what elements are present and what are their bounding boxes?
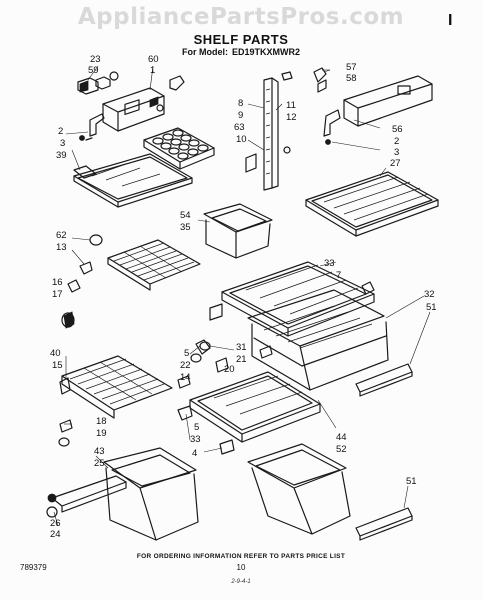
wire-shelf-upper-left [107,239,201,291]
meat-pan-cover [177,371,321,455]
callout-15: 15 [52,360,63,371]
callout-14: 14 [180,372,191,383]
handwritten-mark: 2-9-4-1 [231,579,251,585]
callout-3-left: 3 [60,138,65,149]
shelf-support-left [79,113,105,141]
callout-60: 60 [148,54,159,65]
callout-32: 32 [424,289,435,300]
page-number: 10 [236,563,246,572]
shelf-clips-right [313,67,330,93]
pan-slide-rail [46,475,127,518]
callout-63: 63 [234,122,245,133]
callout-31: 31 [236,342,247,353]
watermark: AppliancePartsPros.com [77,4,405,30]
crisper-drawer [247,289,389,391]
trim-strip-upper [355,363,413,397]
document-number: 789379 [20,563,47,572]
deli-cover-panel [323,75,433,145]
lower-left-pan [103,447,199,541]
trim-strip-lower [355,507,413,541]
callout-58: 58 [346,73,357,84]
model-label: For Model: [181,47,228,57]
egg-tray [143,127,215,170]
callout-5-upper: 5 [184,348,189,359]
callout-8: 8 [238,98,243,109]
control-housing-part [102,75,185,132]
callout-33-lower: 33 [190,434,201,445]
callout-7: 7 [336,270,341,281]
callout-62: 62 [56,230,67,241]
glass-shelf-left [73,153,193,208]
callout-19: 19 [96,428,107,439]
callout-51-lower: 51 [406,476,417,487]
glass-shelf-right [305,171,439,237]
callout-16: 16 [52,277,63,288]
light-socket-part [77,71,119,95]
callout-51-upper: 51 [426,302,437,313]
callout-leader-lines [53,65,431,527]
callout-18: 18 [96,416,107,427]
crisper-cover-glass [221,261,375,337]
callout-11: 11 [286,100,296,111]
callout-40: 40 [50,348,61,359]
callout-26: 26 [50,518,61,529]
callout-25: 25 [94,458,105,469]
callout-10: 10 [236,134,247,145]
vertical-shelf-rail [245,71,293,191]
lower-left-hardware [58,419,73,447]
lower-right-pan [247,443,351,535]
callout-44: 44 [336,432,347,443]
callout-56: 56 [392,124,403,135]
model-line: For Model:ED19TKXMWR2 [0,47,482,57]
callout-39: 39 [56,150,67,161]
callout-5-lower: 5 [194,422,199,433]
callout-20: 20 [224,364,235,375]
callout-43: 43 [94,446,105,457]
corner-mark: I [448,12,453,29]
callout-2-right: 2 [394,136,399,147]
callout-59: 59 [88,65,99,76]
ordering-info-note: FOR ORDERING INFORMATION REFER TO PARTS … [136,553,346,560]
callout-17: 17 [52,289,63,300]
callout-35: 35 [180,222,191,233]
callout-22: 22 [180,360,191,371]
callout-9: 9 [238,110,243,121]
callout-21: 21 [236,354,247,365]
callout-27: 27 [390,158,401,169]
callout-1: 1 [150,65,155,76]
callout-2-left: 2 [58,126,63,137]
callout-52: 52 [336,444,347,455]
wire-shelf-lower-left [59,355,173,419]
callout-12: 12 [286,112,297,123]
callout-24: 24 [50,529,61,540]
callout-13: 13 [56,242,67,253]
callout-4: 4 [192,448,197,459]
left-hardware-parts [61,234,103,329]
small-storage-bin [203,203,273,259]
callout-57: 57 [346,62,357,73]
page-title: SHELF PARTS [193,32,289,47]
model-number: ED19TKXMWR2 [231,47,300,57]
callout-numbers: 23 59 60 1 8 9 11 12 57 58 2 3 39 63 10 … [50,54,437,540]
callout-3-right: 3 [394,147,399,158]
callout-54: 54 [180,210,191,221]
callout-33-upper: 33 [324,258,335,269]
callout-23: 23 [90,54,101,65]
